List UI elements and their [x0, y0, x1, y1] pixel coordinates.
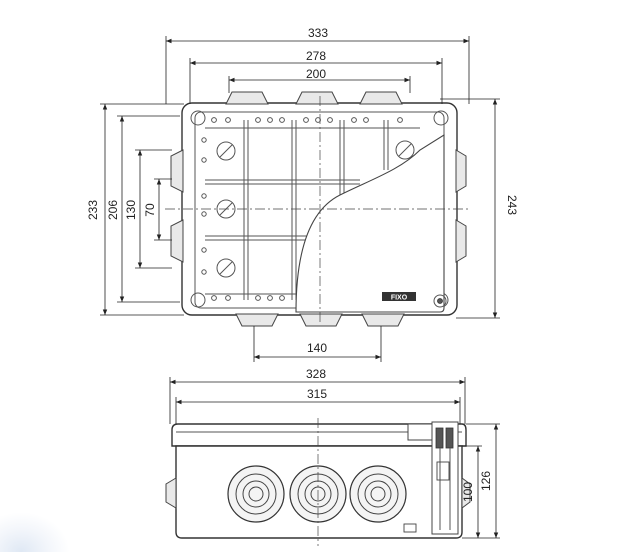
top-port-1 [225, 91, 269, 105]
dim-126: 126 [479, 471, 493, 491]
dim-200: 200 [306, 67, 326, 81]
logo-text: FIXO [391, 295, 408, 302]
left-port-1 [170, 149, 184, 193]
side-flange-right [461, 477, 471, 509]
right-port-2 [455, 219, 467, 263]
dims-top: 333 278 200 233 206 130 70 243 140 [86, 26, 519, 362]
bottom-port-3 [361, 313, 405, 327]
rivet-row-top [211, 117, 403, 123]
top-view: FIXO [165, 91, 470, 327]
dim-233: 233 [86, 200, 100, 220]
bottom-port-1 [235, 313, 279, 327]
lid-logo: FIXO [382, 292, 416, 302]
dim-70: 70 [143, 203, 157, 217]
lid-screw [433, 294, 447, 308]
rivet-row-left [201, 137, 207, 275]
latch-mechanism [403, 421, 459, 535]
rivet-row-bottom [211, 295, 285, 301]
side-lid [171, 423, 467, 447]
dim-100: 100 [461, 482, 475, 502]
corner-boss-bl [190, 292, 206, 308]
right-port-1 [455, 149, 467, 193]
dim-333: 333 [308, 26, 328, 40]
corner-boss-tl [190, 110, 206, 126]
internal-grid [205, 120, 420, 300]
bottom-port-2 [299, 313, 343, 327]
dims-side: 328 315 100 126 [169, 367, 500, 539]
gland-3 [349, 465, 407, 523]
top-port-2 [295, 91, 339, 105]
lid-cutaway [295, 134, 445, 313]
dim-278: 278 [306, 49, 326, 63]
side-view [165, 418, 471, 546]
lid-screw-center [437, 298, 443, 304]
dim-328: 328 [306, 367, 326, 381]
top-port-3 [359, 91, 403, 105]
corner-boss-tr [433, 110, 449, 126]
gland-1 [227, 465, 285, 523]
dim-315: 315 [307, 387, 327, 401]
left-port-2 [170, 219, 184, 263]
dim-243: 243 [505, 195, 519, 215]
dim-140: 140 [307, 341, 327, 355]
corner-gradient [0, 512, 70, 552]
dim-130: 130 [124, 200, 138, 220]
dim-206: 206 [106, 200, 120, 220]
side-flange-left [165, 477, 177, 509]
